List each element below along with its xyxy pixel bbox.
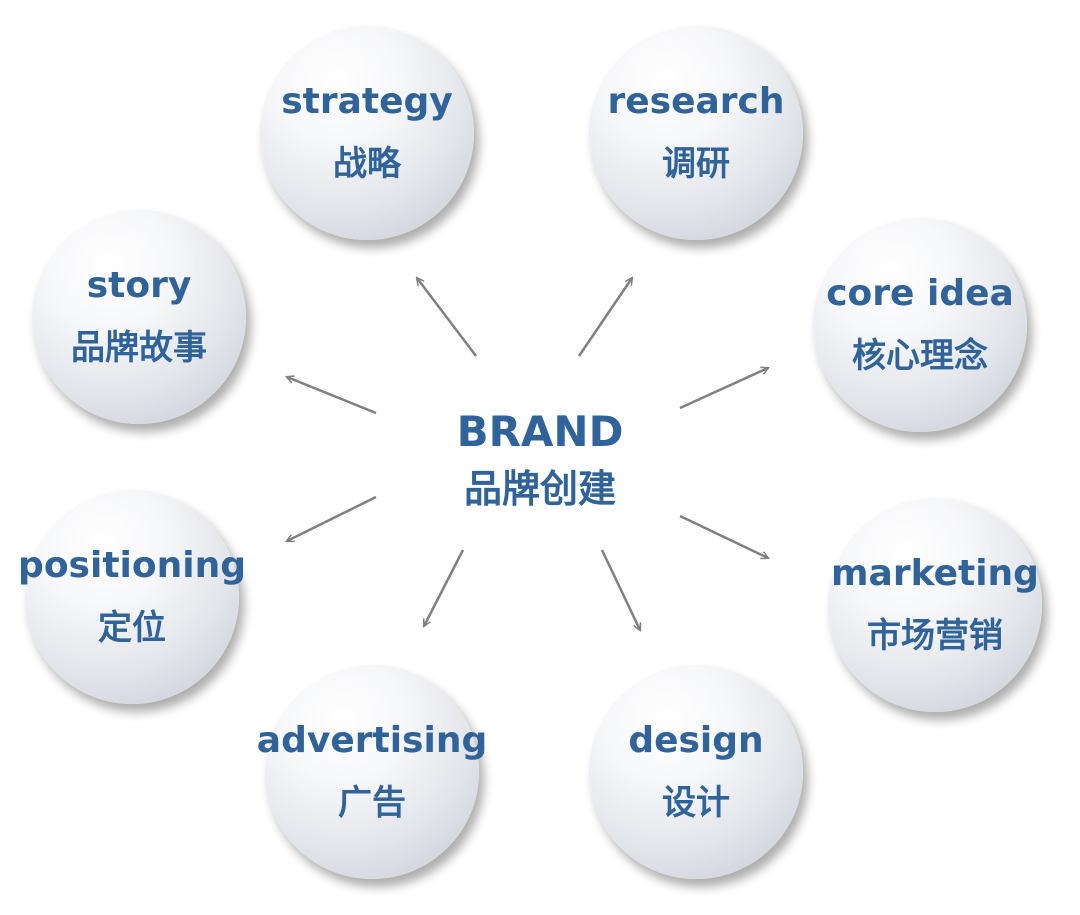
arrow-to-marketing bbox=[679, 514, 768, 558]
center-title-zh: 品牌创建 bbox=[463, 467, 616, 511]
node-story: story 品牌故事 bbox=[32, 210, 246, 424]
arrow-to-research bbox=[577, 278, 632, 357]
node-positioning: positioning 定位 bbox=[18, 490, 246, 704]
arrow-to-design bbox=[600, 549, 640, 630]
node-label-zh: 核心理念 bbox=[852, 336, 988, 376]
center-brand: BRAND 品牌创建 bbox=[430, 395, 650, 525]
node-label-en: design bbox=[628, 720, 764, 761]
node-label-zh: 广告 bbox=[338, 783, 406, 823]
node-label-zh: 品牌故事 bbox=[71, 328, 207, 368]
node-advertising: advertising 广告 bbox=[257, 665, 487, 879]
node-design: design 设计 bbox=[589, 665, 803, 879]
arrow-to-core-idea bbox=[679, 368, 768, 410]
center-title-en: BRAND bbox=[456, 407, 624, 456]
arrow-to-advertising bbox=[422, 549, 465, 626]
node-label-en: research bbox=[607, 81, 785, 122]
node-label-en: story bbox=[86, 265, 192, 306]
node-research: research 调研 bbox=[589, 26, 803, 240]
arrow-to-strategy bbox=[417, 278, 477, 357]
arrow-to-positioning bbox=[287, 495, 377, 543]
node-label-zh: 战略 bbox=[333, 144, 401, 184]
arrow-to-story bbox=[287, 377, 377, 415]
node-label-zh: 定位 bbox=[98, 608, 166, 648]
node-label-en: strategy bbox=[281, 81, 453, 122]
node-label-en: core idea bbox=[826, 273, 1014, 314]
node-core-idea: core idea 核心理念 bbox=[813, 218, 1027, 432]
node-label-en: marketing bbox=[831, 553, 1039, 594]
node-label-zh: 市场营销 bbox=[867, 616, 1003, 656]
node-strategy: strategy 战略 bbox=[260, 26, 474, 240]
node-label-en: positioning bbox=[18, 545, 246, 586]
node-marketing: marketing 市场营销 bbox=[828, 498, 1042, 712]
node-label-zh: 设计 bbox=[662, 783, 730, 823]
node-label-zh: 调研 bbox=[662, 144, 730, 184]
node-label-en: advertising bbox=[256, 720, 488, 761]
